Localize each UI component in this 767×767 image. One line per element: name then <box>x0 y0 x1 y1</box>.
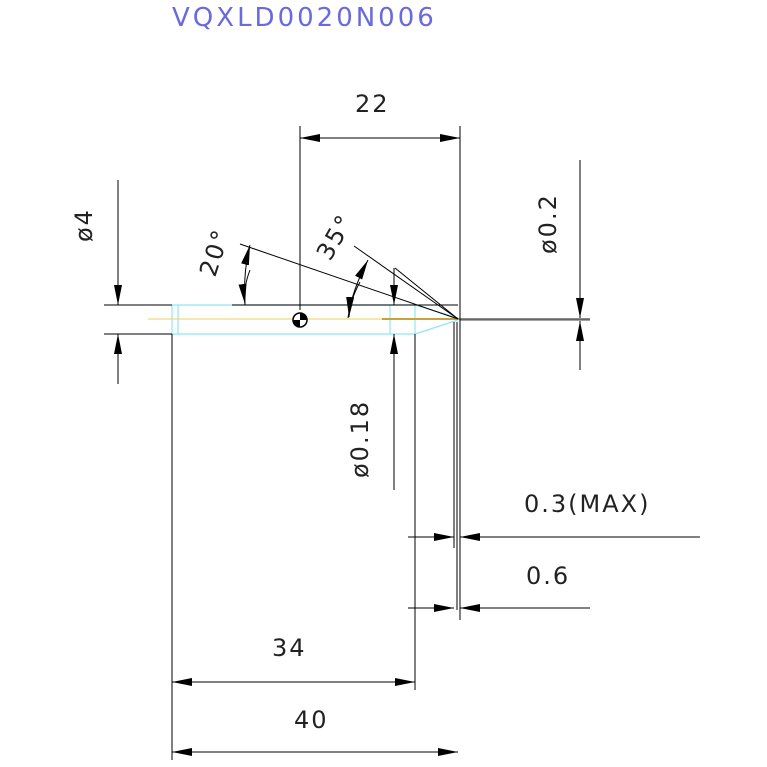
dim-03max-label: 0.3(MAX) <box>524 490 650 518</box>
dim-22-label: 22 <box>355 90 390 118</box>
dim-06-label: 0.6 <box>526 562 570 590</box>
dim-dia018-lines <box>390 267 459 490</box>
dim-angle20-label: 20° <box>194 225 236 280</box>
part-number-title: VQXLD0020N006 <box>172 3 437 33</box>
dim-40-label: 40 <box>294 706 329 734</box>
dim-22-lines <box>299 126 461 620</box>
dim-angle35-label: 35° <box>311 209 360 265</box>
dim-angle20-lines <box>232 243 459 320</box>
dim-dia4-lines <box>104 180 172 384</box>
center-mark-icon <box>292 312 308 328</box>
dim-dia4-label: ø4 <box>70 208 98 242</box>
dim-angle35-lines <box>346 245 459 320</box>
dim-dia018-label: ø0.18 <box>346 400 374 478</box>
dim-34-label: 34 <box>272 634 307 662</box>
tip-extension-lines <box>171 322 458 760</box>
dim-dia02-label: ø0.2 <box>534 193 562 254</box>
